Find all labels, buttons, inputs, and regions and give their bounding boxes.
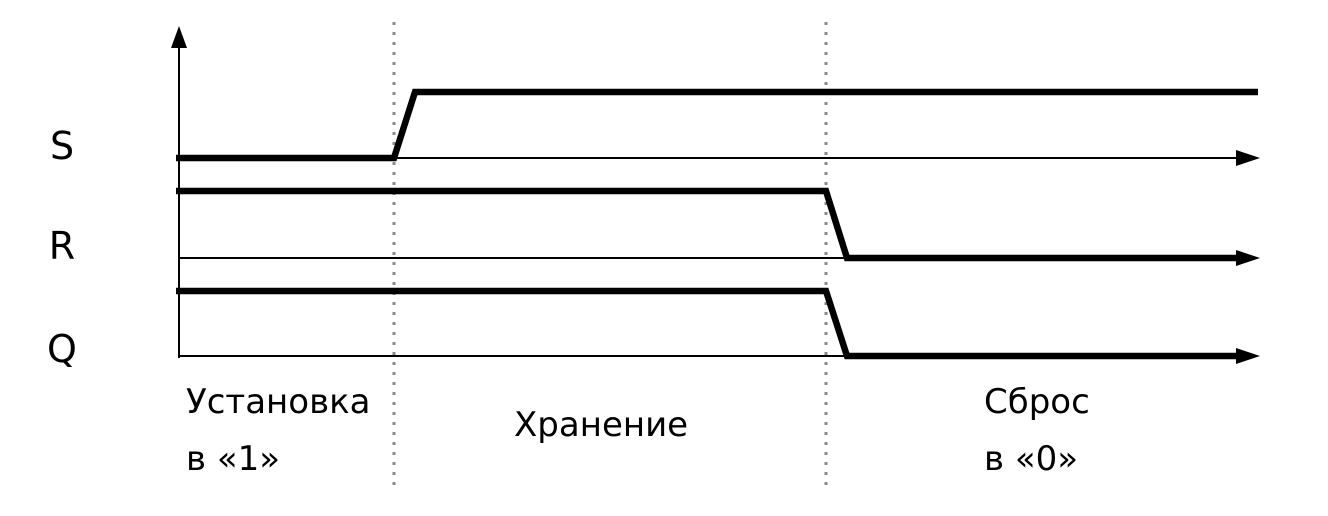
phase-label-set-line2: в «1» <box>186 439 280 479</box>
signal-label-s: S <box>50 124 74 168</box>
signal-label-r: R <box>49 224 75 268</box>
phase-label-set-line1: Установка <box>186 382 371 422</box>
s-time-axis-arrow-icon <box>1236 150 1260 166</box>
phase-label-hold: Хранение <box>514 405 688 445</box>
r-time-axis-arrow-icon <box>1236 250 1260 266</box>
phase-label-reset-line1: Сброс <box>984 382 1090 422</box>
phase-label-reset-line2: в «0» <box>984 439 1078 479</box>
q-time-axis-arrow-icon <box>1236 348 1260 364</box>
r-signal-waveform <box>176 187 1240 262</box>
q-signal-waveform <box>176 287 1240 360</box>
vertical-axis-arrow-icon <box>171 26 187 48</box>
signal-label-q: Q <box>47 327 77 371</box>
s-signal-waveform <box>176 88 1258 162</box>
